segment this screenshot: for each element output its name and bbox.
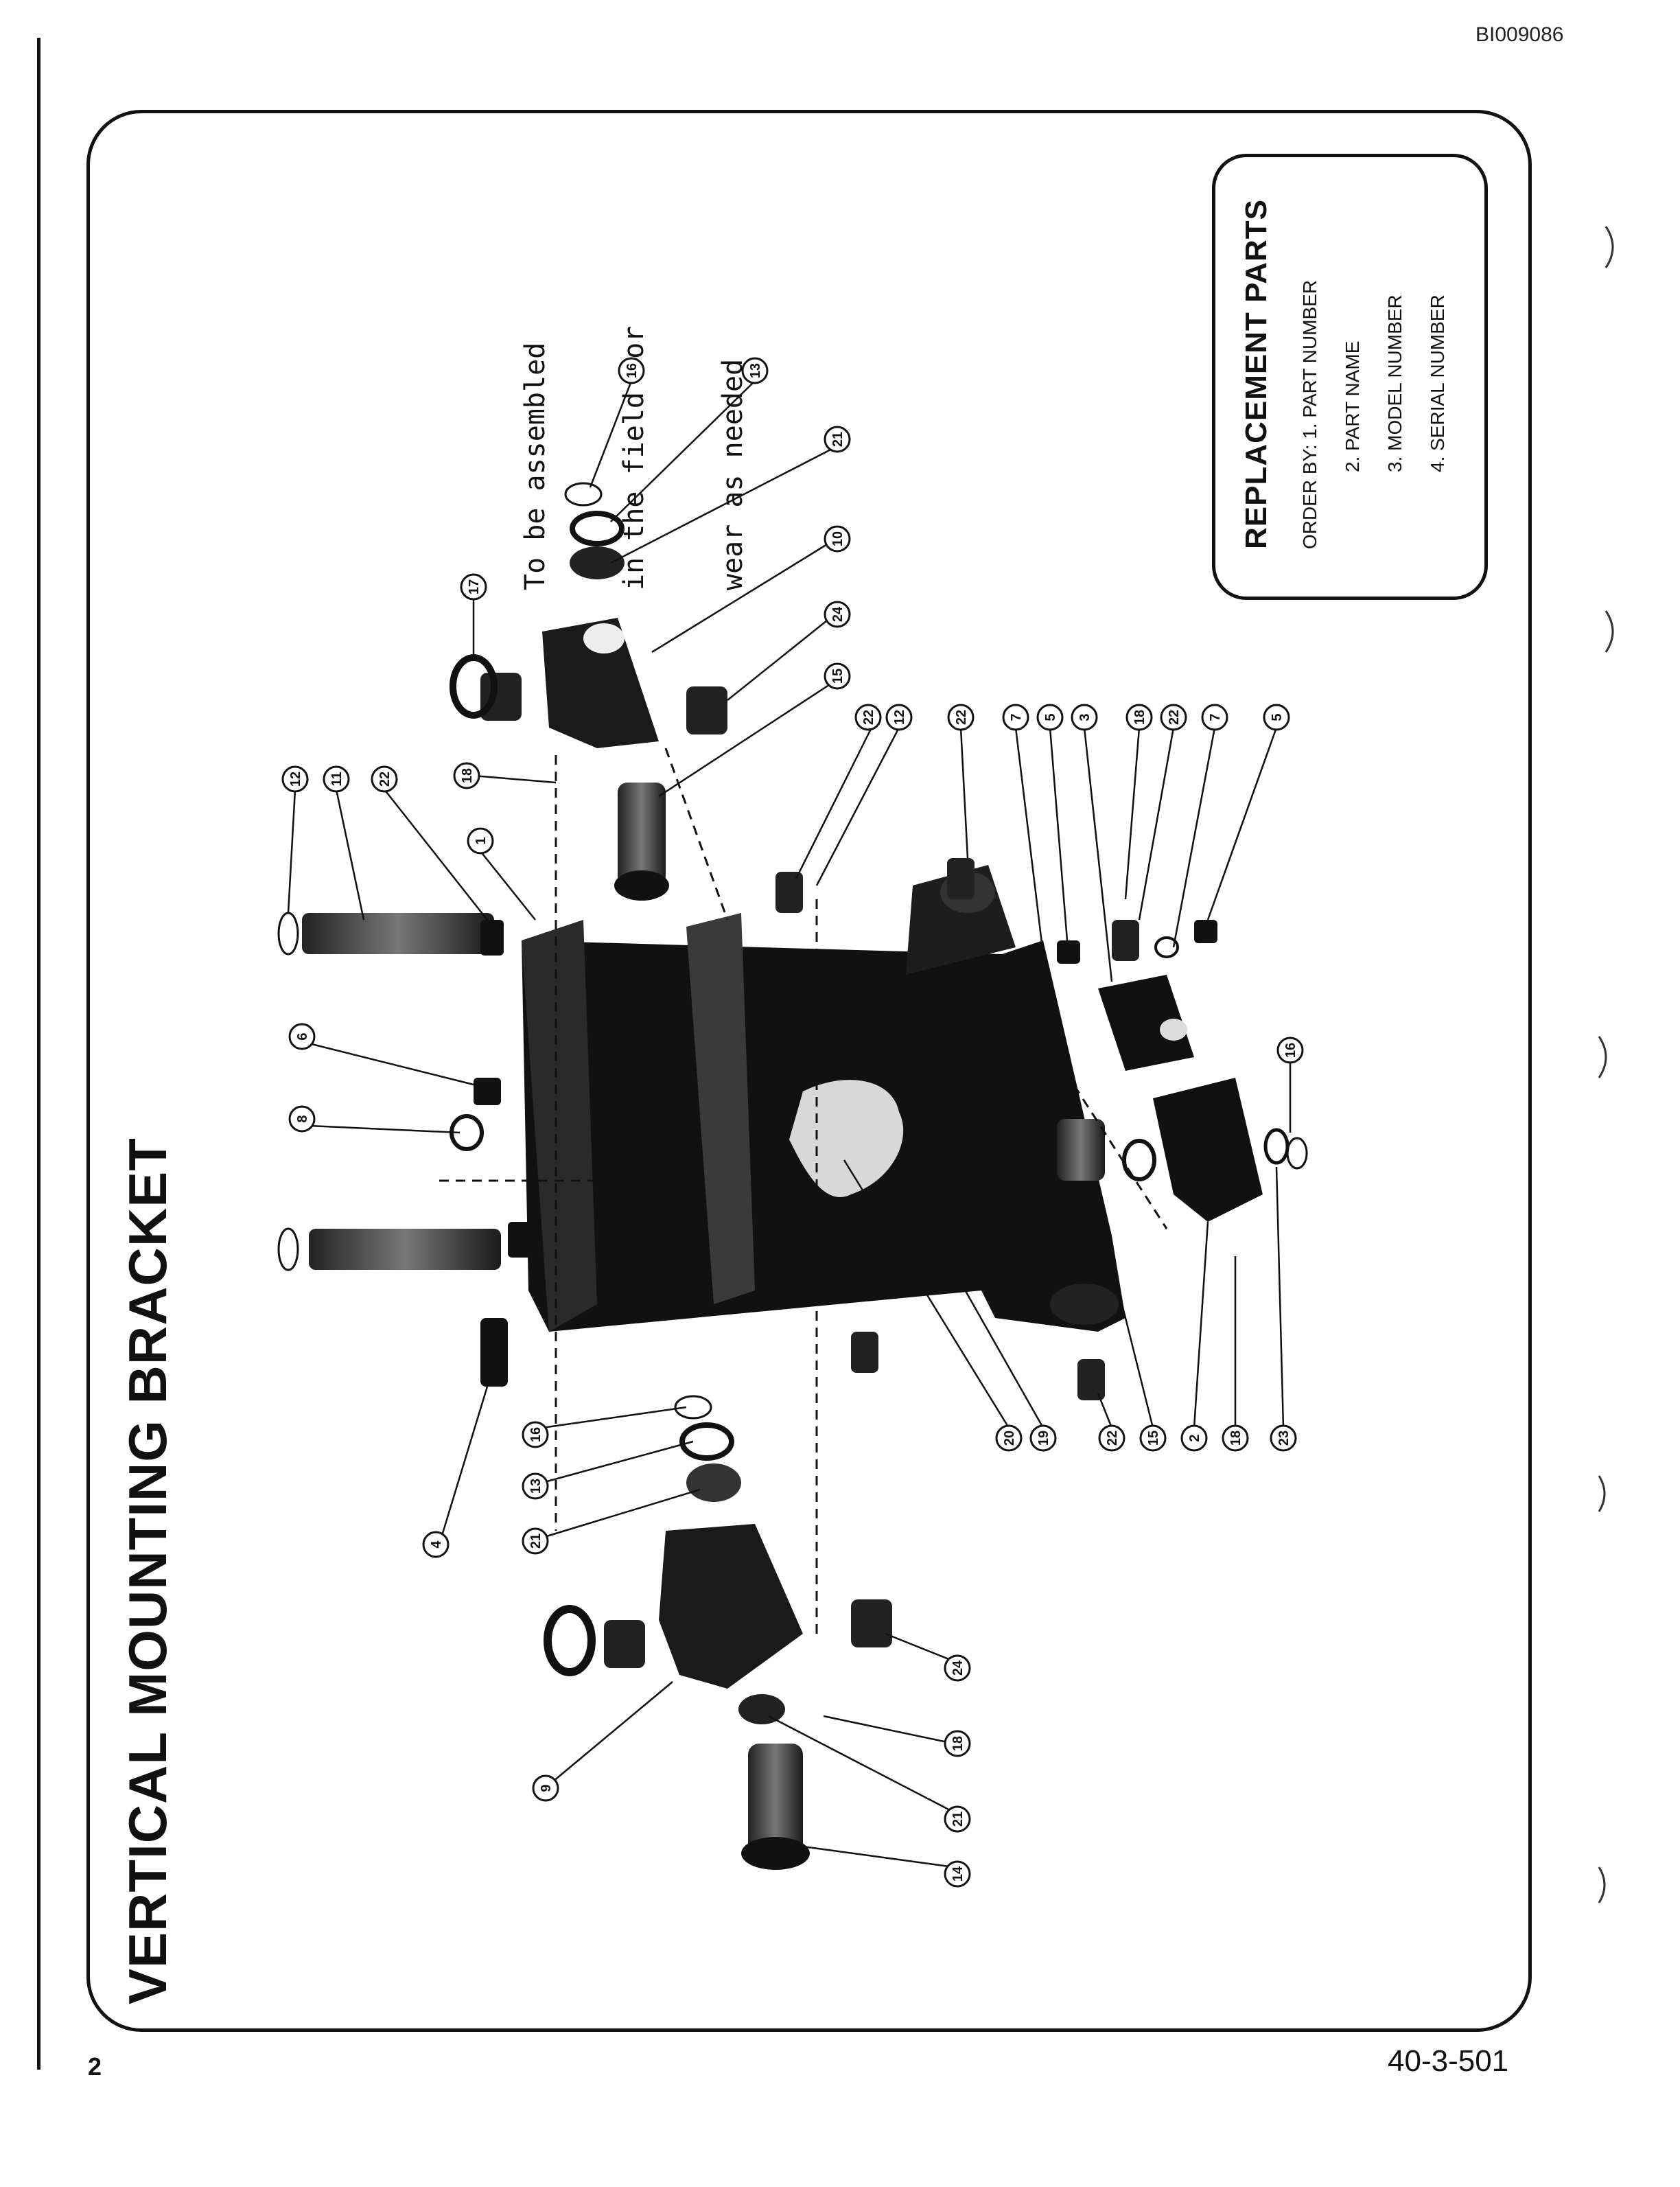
callout-24: 24 [950, 1660, 966, 1676]
callout-18: 18 [1228, 1431, 1244, 1446]
callout-12: 12 [288, 772, 303, 787]
callout-20: 20 [1002, 1431, 1017, 1446]
callout-22: 22 [1105, 1431, 1120, 1446]
callout-18: 18 [1132, 710, 1147, 725]
pin-14 [741, 1744, 810, 1870]
bolt-4 [480, 1318, 508, 1387]
callout-9: 9 [539, 1784, 554, 1792]
pin-11 [277, 912, 494, 956]
callout-16: 16 [1283, 1043, 1298, 1058]
callout-1: 1 [474, 837, 489, 844]
callout-6: 6 [295, 1032, 310, 1040]
callout-22: 22 [1167, 710, 1182, 725]
replacement-parts-box [1212, 154, 1488, 600]
document-id: BI009086 [1475, 23, 1564, 46]
callout-7: 7 [1208, 713, 1223, 721]
callout-7: 7 [1009, 713, 1024, 721]
callout-numbers: 16 13 21 10 24 15 22 12 22 7 5 3 18 22 7… [288, 363, 1298, 1882]
callout-21: 21 [950, 1812, 966, 1827]
document-number: 40-3-501 [1388, 2044, 1509, 2078]
binder-margin-rule [37, 38, 40, 2070]
callout-12: 12 [892, 710, 907, 725]
callout-23: 23 [1276, 1431, 1292, 1446]
upper-yoke-10 [450, 482, 727, 748]
callout-22: 22 [861, 710, 876, 725]
callout-24: 24 [830, 606, 845, 622]
callout-22: 22 [954, 710, 969, 725]
nuts-and-washers [450, 920, 1217, 1151]
callout-19: 19 [1036, 1431, 1051, 1446]
binder-margin-marks [1598, 226, 1614, 1903]
callout-4: 4 [429, 1540, 444, 1549]
callout-18: 18 [950, 1736, 966, 1751]
callout-5: 5 [1043, 713, 1058, 721]
diagram-frame [86, 110, 1532, 2032]
callout-16: 16 [625, 363, 640, 378]
bushings [480, 858, 1139, 1400]
callout-14: 14 [950, 1866, 966, 1882]
pivot-block-3 [1098, 975, 1194, 1071]
callout-bubbles [281, 357, 1304, 1888]
callout-18: 18 [460, 768, 475, 783]
callout-11: 11 [329, 772, 345, 786]
callout-15: 15 [830, 669, 845, 684]
callout-16: 16 [528, 1427, 544, 1442]
callout-17: 17 [467, 579, 482, 594]
callout-15: 15 [1146, 1431, 1161, 1446]
callout-22: 22 [377, 772, 393, 787]
pin-lower [277, 1227, 501, 1271]
page-number: 2 [88, 2052, 102, 2081]
callout-5: 5 [1270, 713, 1285, 721]
callout-8: 8 [295, 1115, 310, 1122]
callout-2: 2 [1187, 1434, 1202, 1442]
callout-10: 10 [830, 531, 845, 546]
callout-13: 13 [748, 363, 763, 378]
callout-21: 21 [528, 1534, 544, 1549]
assembly-dashed-lines [439, 748, 1168, 1634]
swivel-block-2 [1057, 1078, 1308, 1222]
callout-3: 3 [1077, 713, 1093, 721]
callout-13: 13 [528, 1479, 544, 1494]
callout-leaders [287, 380, 1292, 1868]
lower-yoke-9 [544, 1395, 892, 1724]
pin-15 [614, 783, 669, 901]
callout-21: 21 [830, 432, 845, 447]
main-bracket-plate [522, 865, 1125, 1332]
